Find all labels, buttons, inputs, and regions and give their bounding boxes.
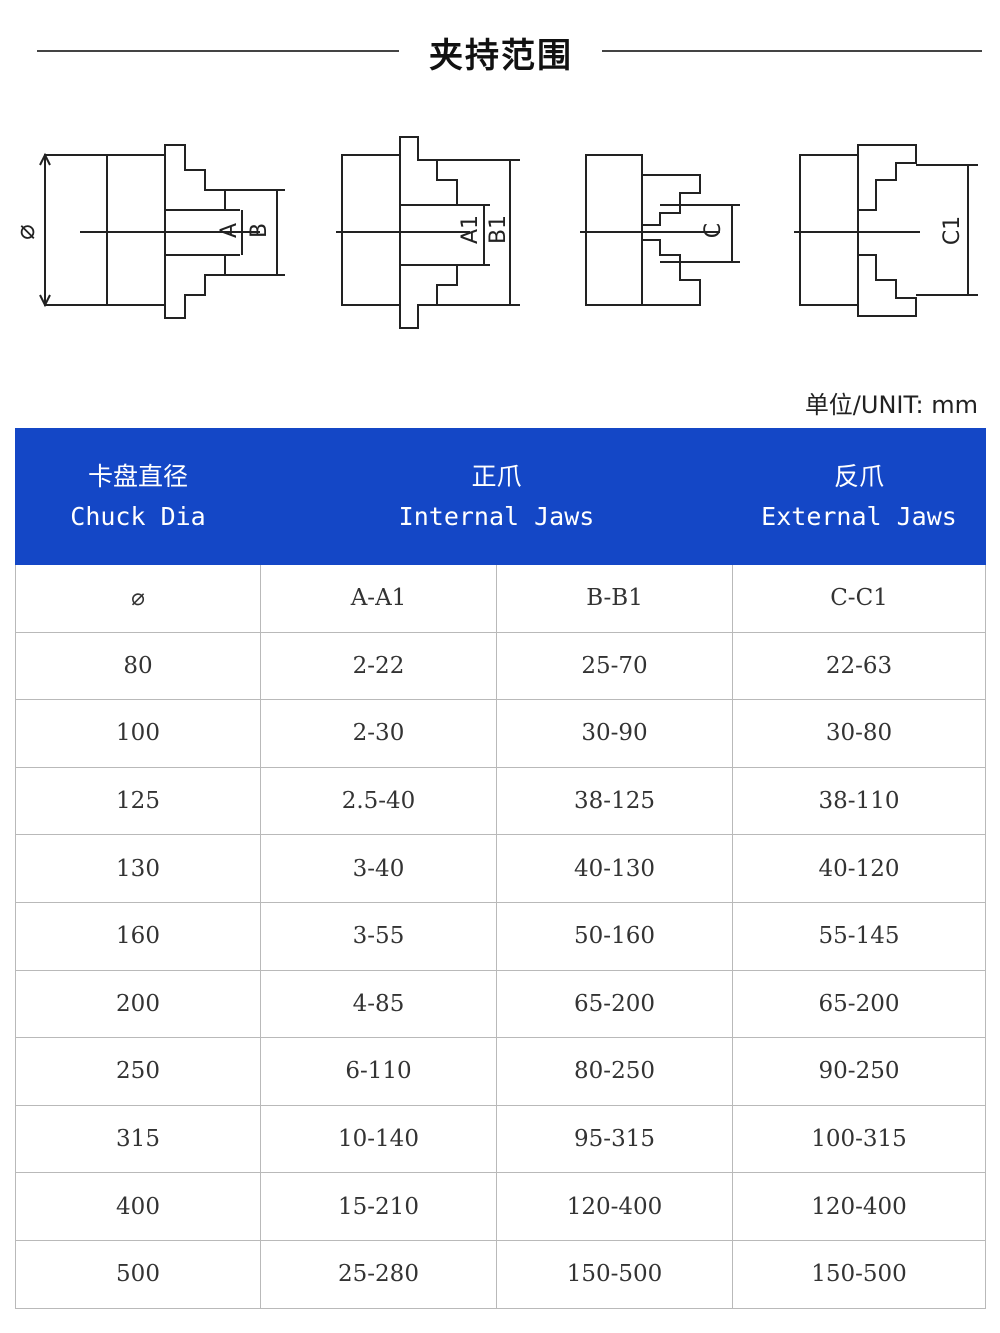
- header-external-jaws: 反爪 External Jaws: [732, 428, 987, 565]
- section-title: 夹持范围: [429, 36, 573, 76]
- table-row: 130 3-40 40-130 40-120: [15, 834, 987, 903]
- table-cell: 125: [15, 766, 261, 836]
- unit-label: 单位/UNIT: mm: [804, 391, 978, 419]
- chuck-body: [44, 154, 166, 306]
- header-chuck-dia: 卡盘直径 Chuck Dia: [15, 428, 261, 565]
- title-divider-left: [37, 50, 399, 52]
- subheader-cell: ⌀: [15, 564, 261, 633]
- table-row: 500 25-280 150-500 150-500: [15, 1239, 987, 1309]
- label-c1: C1: [940, 215, 966, 246]
- table-cell: 200: [15, 969, 261, 1039]
- table-subheader-row: ⌀ A-A1 B-B1 C-C1: [15, 564, 987, 633]
- subheader-cell: C-C1: [732, 564, 987, 633]
- chuck-body: [585, 154, 643, 306]
- table-cell: 130: [15, 834, 261, 903]
- header-internal-jaws: 正爪 Internal Jaws: [259, 428, 734, 565]
- clamping-range-diagrams: ⌀ A B A1 B1 C C1: [0, 125, 1000, 345]
- table-row: 80 2-22 25-70 22-63: [15, 631, 987, 701]
- diagram-internal-jaws-ab: [39, 144, 285, 319]
- jaw-bottom: [641, 239, 701, 306]
- table-row: 200 4-85 65-200 65-200: [15, 969, 987, 1039]
- table-cell: 40-120: [732, 834, 987, 903]
- table-cell: 100: [15, 699, 261, 768]
- table-cell: 3-40: [260, 834, 497, 903]
- jaw-top: [641, 174, 701, 226]
- table-row: 315 10-140 95-315 100-315: [15, 1104, 987, 1174]
- chuck-body: [799, 154, 859, 306]
- subheader-cell: A-A1: [260, 564, 497, 633]
- table-row: 100 2-30 30-90 30-80: [15, 699, 987, 768]
- table-cell: 38-110: [732, 766, 987, 836]
- table-cell: 2-22: [260, 631, 497, 701]
- table-cell: 160: [15, 901, 261, 971]
- table-cell: 25-70: [495, 631, 734, 701]
- table-cell: 30-80: [732, 699, 987, 768]
- jaw-top: [164, 144, 226, 211]
- diagram-external-jaws-c1: [794, 144, 978, 317]
- table-cell: 400: [15, 1172, 261, 1241]
- table-cell: 38-125: [495, 766, 734, 836]
- table-cell: 80-250: [495, 1037, 734, 1106]
- table-cell: 120-400: [732, 1172, 987, 1241]
- jaw-bottom: [857, 254, 917, 317]
- table-cell: 90-250: [732, 1037, 987, 1106]
- table-cell: 10-140: [260, 1104, 497, 1174]
- table-cell: 25-280: [260, 1239, 497, 1309]
- table-cell: 4-85: [260, 969, 497, 1039]
- table-cell: 65-200: [732, 969, 987, 1039]
- table-cell: 50-160: [495, 901, 734, 971]
- table-cell: 315: [15, 1104, 261, 1174]
- title-divider-right: [602, 50, 982, 52]
- table-cell: 55-145: [732, 901, 987, 971]
- table-cell: 500: [15, 1239, 261, 1309]
- table-cell: 150-500: [732, 1239, 987, 1309]
- table-row: 125 2.5-40 38-125 38-110: [15, 766, 987, 836]
- label-a: A: [217, 222, 243, 239]
- clamping-range-table: 卡盘直径 Chuck Dia 正爪 Internal Jaws 反爪 Exter…: [15, 428, 987, 1309]
- table-cell: 80: [15, 631, 261, 701]
- jaw-diagrams-svg: [39, 136, 978, 329]
- table-cell: 120-400: [495, 1172, 734, 1241]
- label-a1: A1: [458, 214, 484, 245]
- table-cell: 15-210: [260, 1172, 497, 1241]
- subheader-cell: B-B1: [495, 564, 734, 633]
- table-cell: 2-30: [260, 699, 497, 768]
- label-b: B: [247, 222, 273, 239]
- table-cell: 30-90: [495, 699, 734, 768]
- table-cell: 100-315: [732, 1104, 987, 1174]
- table-cell: 2.5-40: [260, 766, 497, 836]
- table-cell: 3-55: [260, 901, 497, 971]
- table-cell: 40-130: [495, 834, 734, 903]
- label-diameter: ⌀: [10, 224, 41, 240]
- section-title-row: 夹持范围: [0, 22, 1000, 82]
- table-cell: 150-500: [495, 1239, 734, 1309]
- label-c: C: [701, 222, 727, 239]
- table-row: 250 6-110 80-250 90-250: [15, 1037, 987, 1106]
- table-cell: 95-315: [495, 1104, 734, 1174]
- table-cell: 65-200: [495, 969, 734, 1039]
- jaw-bottom: [164, 254, 226, 319]
- chuck-body: [341, 154, 401, 306]
- table-cell: 6-110: [260, 1037, 497, 1106]
- label-b1: B1: [486, 214, 512, 245]
- table-cell: 22-63: [732, 631, 987, 701]
- table-cell: 250: [15, 1037, 261, 1106]
- jaw-top: [857, 144, 917, 211]
- table-row: 160 3-55 50-160 55-145: [15, 901, 987, 971]
- jaw-bottom: [399, 264, 458, 329]
- jaw-top: [399, 136, 458, 206]
- diagram-external-jaws-c: [580, 154, 740, 306]
- diagram-internal-jaws-a1b1: [336, 136, 520, 329]
- table-header-row: 卡盘直径 Chuck Dia 正爪 Internal Jaws 反爪 Exter…: [15, 428, 987, 565]
- table-row: 400 15-210 120-400 120-400: [15, 1172, 987, 1241]
